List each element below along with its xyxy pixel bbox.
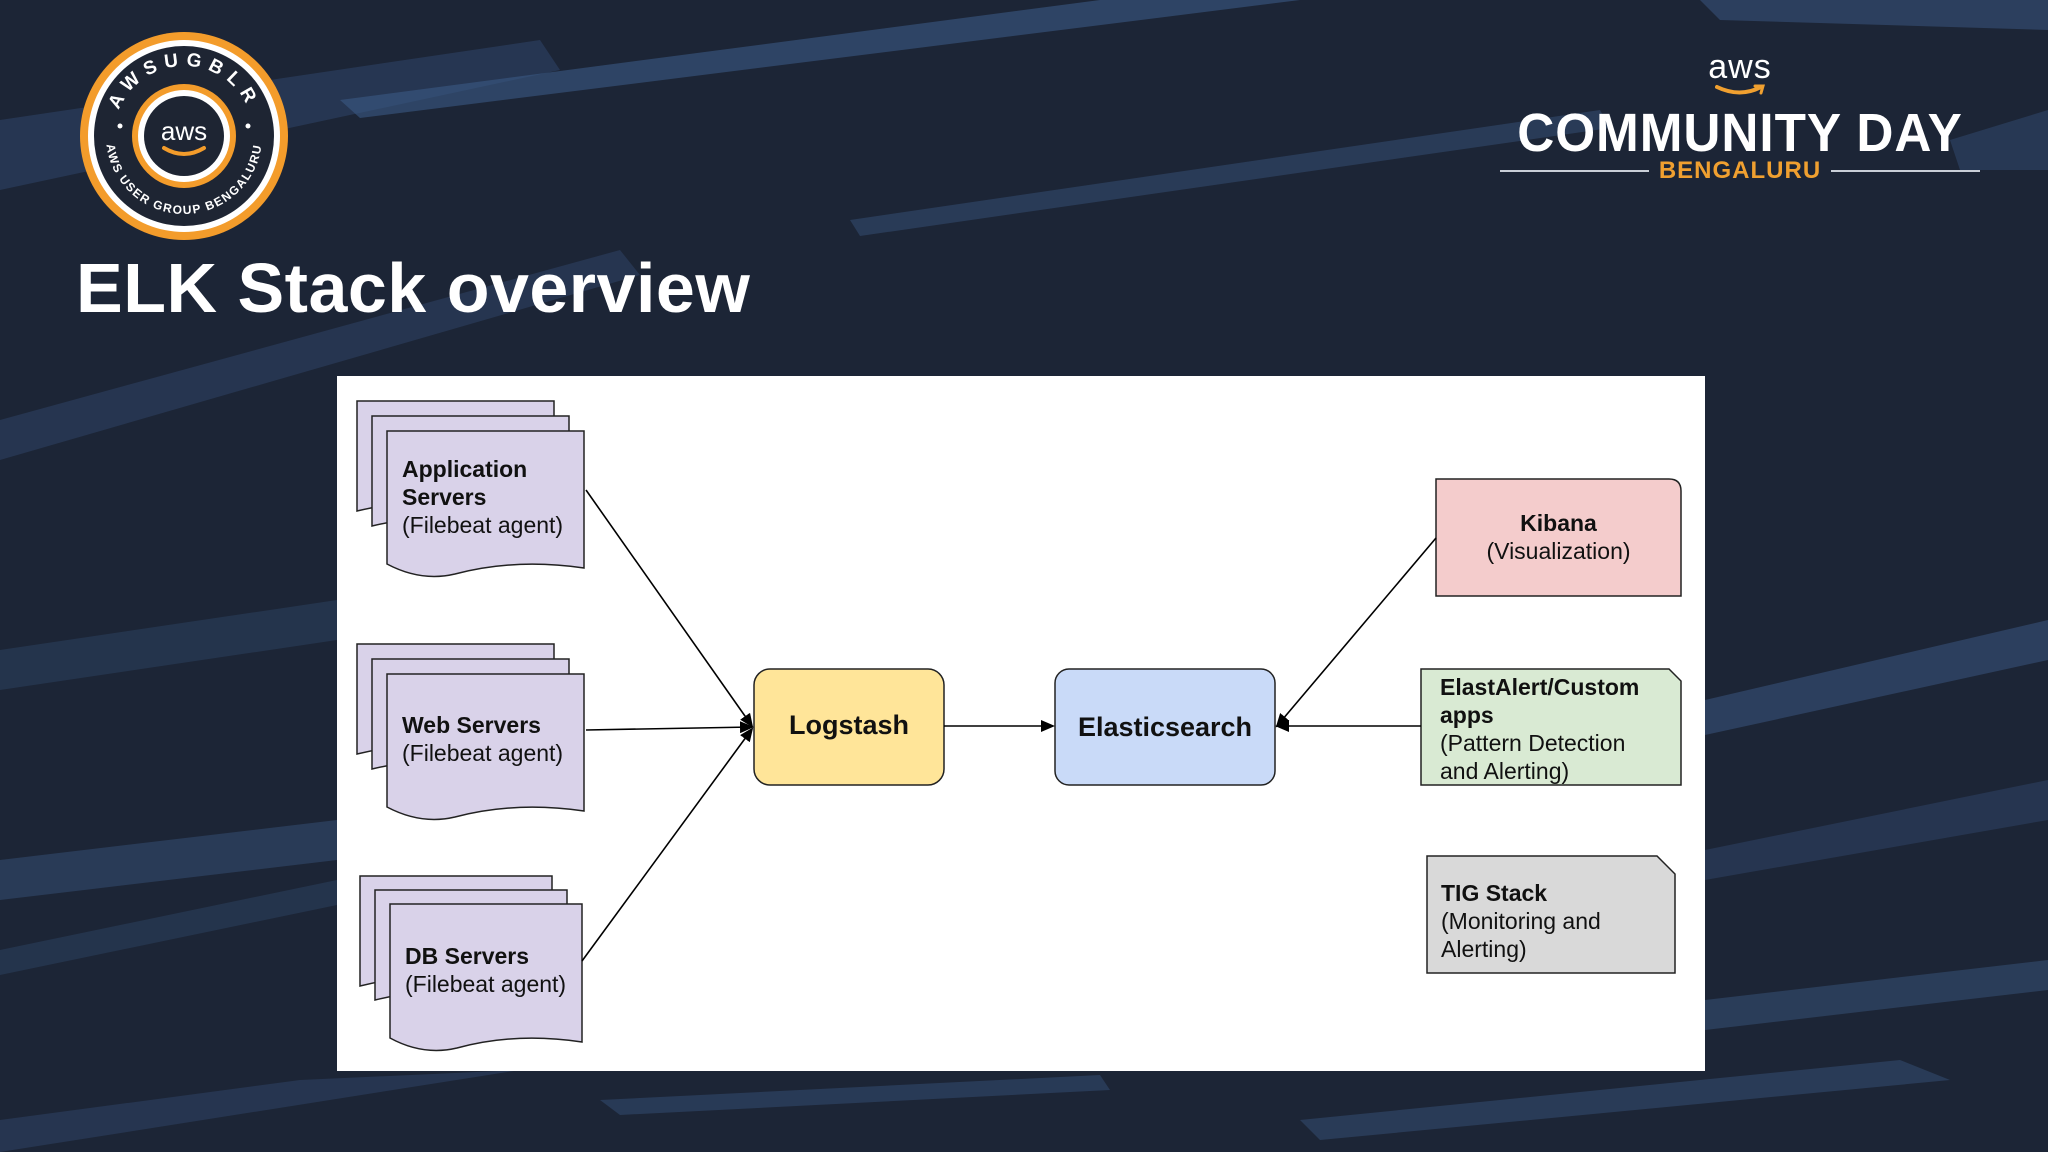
elk-diagram	[356, 400, 1682, 1052]
logstash-box	[753, 668, 945, 786]
aws-user-group-badge: AWSUGBLR AWS USER GROUP BENGALURU aws	[80, 32, 288, 240]
web-servers-label: Web Servers (Filebeat agent)	[402, 711, 580, 767]
app-servers-detail: (Filebeat agent)	[402, 512, 564, 538]
arrow-web-to-logstash	[585, 721, 754, 734]
badge-smile-icon	[162, 146, 206, 156]
diagram-panel: Application Servers (Filebeat agent) Web…	[337, 376, 1705, 1071]
db-servers-label: DB Servers (Filebeat agent)	[405, 942, 583, 998]
kibana-label: Kibana (Visualization)	[1436, 509, 1681, 565]
brand-aws-text: aws	[1708, 48, 1772, 86]
arrow-app-to-logstash	[585, 489, 754, 728]
tig-stack-name: TIG Stack	[1441, 880, 1548, 906]
brand-divider-right	[1831, 170, 1981, 172]
kibana-name: Kibana	[1520, 510, 1597, 536]
brand-event-text: COMMUNITY DAY	[1517, 103, 1963, 163]
doc-layer-front	[386, 430, 585, 578]
doc-layer-front	[386, 673, 585, 821]
app-servers-label: Application Servers (Filebeat agent)	[402, 455, 580, 539]
source-web-servers	[356, 643, 585, 821]
source-application-servers	[356, 400, 585, 578]
source-db-servers	[359, 875, 583, 1052]
elastalert-box	[1420, 668, 1682, 786]
slide-title: ELK Stack overview	[76, 249, 751, 327]
badge-aws-text: aws	[161, 116, 207, 146]
tig-stack-detail-line1: (Monitoring and	[1441, 908, 1601, 934]
tig-stack-box	[1426, 855, 1676, 974]
community-day-logo: aws COMMUNITY DAY BENGALURU	[1500, 40, 1981, 190]
tig-stack-label: TIG Stack (Monitoring and Alerting)	[1441, 879, 1671, 963]
brand-city-row: BENGALURU	[1500, 156, 1981, 186]
brand-smile-icon	[1715, 84, 1765, 95]
elastalert-name-line2: apps	[1440, 702, 1494, 728]
brand-divider-left	[1500, 170, 1649, 172]
app-servers-name-line2: Servers	[402, 484, 487, 510]
brand-city-text: BENGALURU	[1658, 157, 1822, 184]
kibana-box	[1435, 478, 1682, 597]
kibana-detail: (Visualization)	[1486, 538, 1631, 564]
web-servers-detail: (Filebeat agent)	[402, 740, 564, 766]
web-servers-name: Web Servers	[402, 712, 541, 738]
tig-stack-detail-line2: Alerting)	[1441, 936, 1527, 962]
db-servers-detail: (Filebeat agent)	[405, 971, 567, 997]
logstash-label: Logstash	[788, 710, 909, 740]
arrow-db-to-logstash	[581, 727, 754, 962]
elasticsearch-label: Elasticsearch	[1077, 712, 1253, 742]
app-servers-name-line1: Application	[402, 456, 528, 482]
arrow-kibana-to-elasticsearch	[1275, 537, 1437, 728]
elastalert-label: ElastAlert/Custom apps (Pattern Detectio…	[1440, 673, 1676, 785]
elastalert-name-line1: ElastAlert/Custom	[1440, 674, 1640, 700]
db-servers-name: DB Servers	[405, 943, 530, 969]
elastalert-detail-line1: (Pattern Detection	[1440, 730, 1626, 756]
elastalert-detail-line2: and Alerting)	[1440, 758, 1570, 784]
doc-layer-front	[389, 903, 583, 1052]
